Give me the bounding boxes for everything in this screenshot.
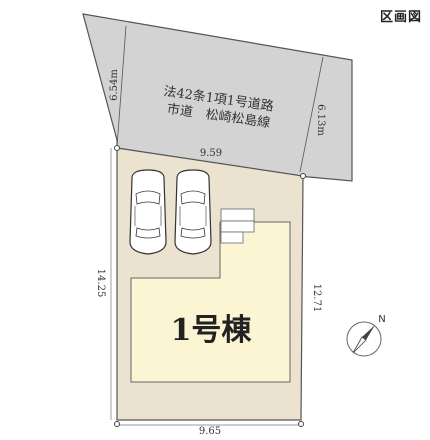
- right-dimension: 12.71: [311, 284, 322, 313]
- corner-markers: [114, 145, 306, 427]
- building-footprint: [130, 221, 291, 383]
- road-left-dim-line: [116, 25, 127, 148]
- road-left-dimension: 6.54m: [109, 69, 120, 101]
- left-dimension: 14.25: [95, 269, 106, 298]
- parked-car-right: [174, 169, 212, 255]
- compass-letter: N: [378, 314, 385, 325]
- north-compass-icon: N: [346, 314, 386, 357]
- road-right-dimension: 6.13m: [315, 104, 326, 136]
- building-label: 1号棟: [171, 313, 253, 348]
- road-right-dim-line: [299, 56, 324, 173]
- parked-car-left: [129, 169, 167, 255]
- entrance-steps: [220, 208, 255, 244]
- diagram-title: 区画図: [379, 10, 422, 25]
- top-dimension: 9.59: [200, 148, 222, 159]
- bottom-dimension: 9.65: [199, 426, 221, 437]
